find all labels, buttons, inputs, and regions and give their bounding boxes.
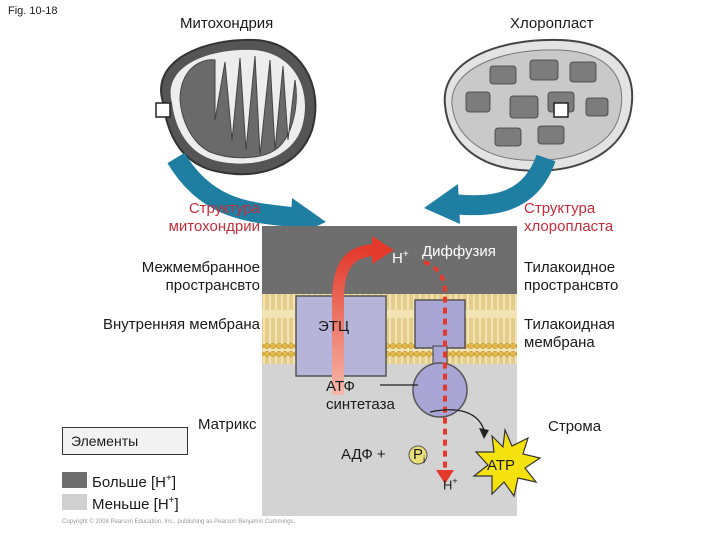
h-plus-top-label: H+ (392, 249, 409, 267)
legend-more-label: Больше [H+] (92, 473, 176, 491)
mitochondrion-header: Митохондрия (180, 15, 274, 32)
synthesis-arrow (429, 409, 485, 431)
copyright-line: Copyright © 2008 Pearson Education, Inc.… (62, 519, 296, 525)
h-plus-bottom-label: H+ (443, 476, 458, 493)
mito-zoom-marker (155, 102, 171, 118)
legend-swatch-more (62, 472, 87, 488)
atp-star (472, 427, 542, 498)
stroma-label: Строма (548, 418, 602, 435)
pi-label: Pi (413, 446, 426, 466)
legend-swatch-less (62, 494, 87, 510)
etc-label: ЭТЦ (318, 318, 350, 335)
proton-pump-arrow (332, 236, 394, 395)
legend-less-label: Меньше [H+] (92, 495, 179, 513)
chloroplast-illustration (443, 38, 634, 172)
figure-label: Fig. 10-18 (8, 5, 58, 17)
chloroplast-header: Хлоропласт (510, 15, 594, 32)
thylakoid-space-label: Тилакоидное пространсвто (524, 259, 619, 294)
diffusion-arrow (423, 260, 454, 484)
atp-label: ATP (487, 457, 516, 474)
high-h-compartment (262, 226, 517, 294)
atp-synthase (412, 299, 468, 418)
chloro-zoom-marker (553, 102, 569, 118)
matrix-label: Матрикс (198, 416, 257, 433)
legend-title: Элементы (62, 427, 188, 455)
pi-circle (408, 445, 428, 465)
intermembrane-space-label: Межмембранное пространсвто (141, 259, 260, 294)
diffusion-label: Диффузия (422, 243, 496, 260)
mito-structure-label: Структура митохондрии (168, 200, 260, 235)
mitochondrion-illustration (160, 38, 317, 176)
chloro-structure-label: Структура хлоропласта (524, 200, 614, 235)
atp-synthase-label: АТФ синтетаза (326, 378, 395, 413)
inner-membrane-label: Внутренняя мембрана (102, 316, 260, 333)
chloro-zoom-arrow (424, 154, 556, 224)
thylakoid-membrane-label: Тилакоидная мембрана (524, 316, 615, 351)
adp-label: АДФ + (341, 446, 386, 463)
low-h-compartment (262, 364, 517, 516)
